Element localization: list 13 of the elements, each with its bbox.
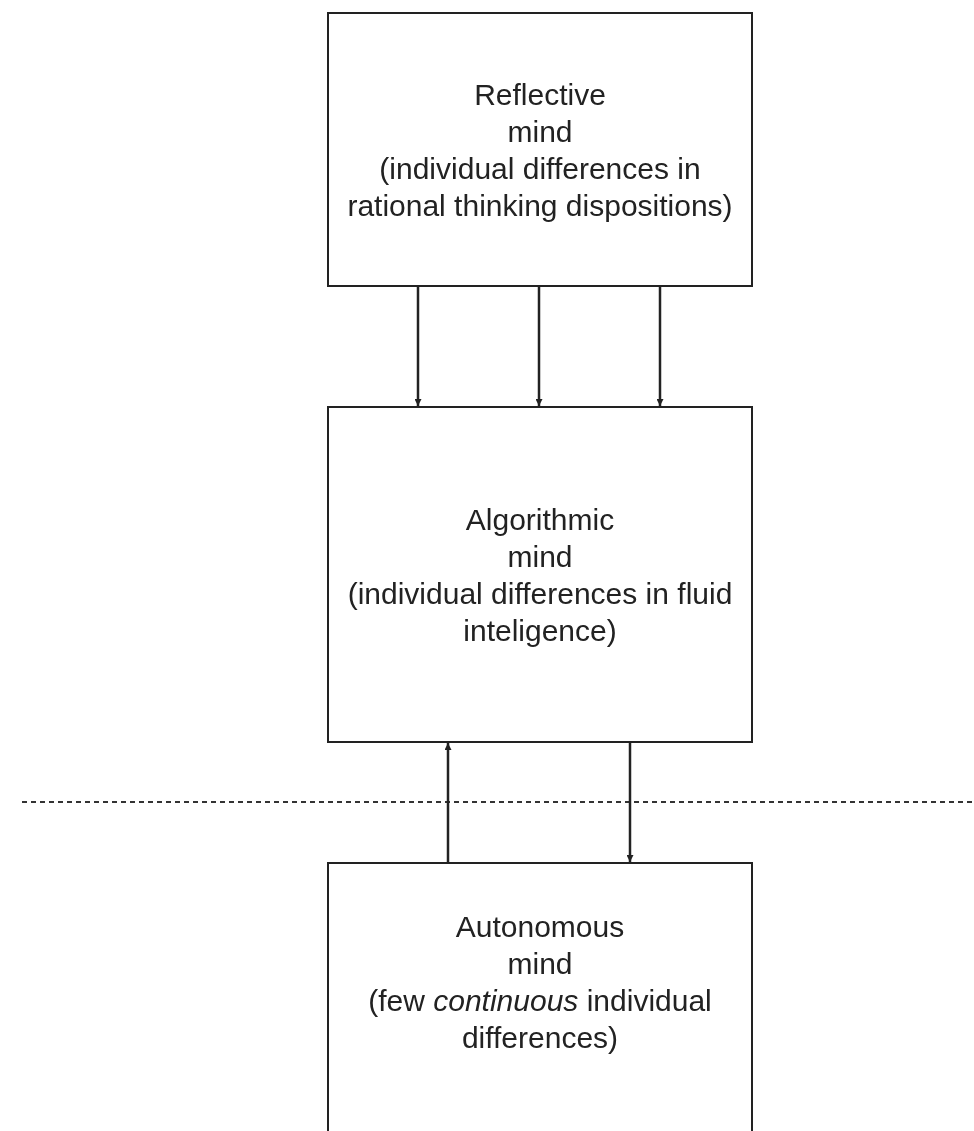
- box-title: Algorithmic mind: [464, 501, 616, 575]
- box-description: (individual differences in fluid inteligence): [346, 575, 734, 649]
- box-description: (few continuous individual differences): [367, 983, 713, 1056]
- arrow: [444, 743, 452, 862]
- box-description: (individual differences in rational thinking dispositions): [346, 150, 734, 224]
- arrow: [414, 287, 422, 406]
- box-title: Reflective mind: [473, 76, 607, 150]
- mind-box: [327, 406, 753, 743]
- arrow: [535, 287, 543, 406]
- arrow: [626, 743, 634, 862]
- mind-box: [327, 12, 753, 287]
- mind-box: [327, 862, 753, 1131]
- arrow: [656, 287, 664, 406]
